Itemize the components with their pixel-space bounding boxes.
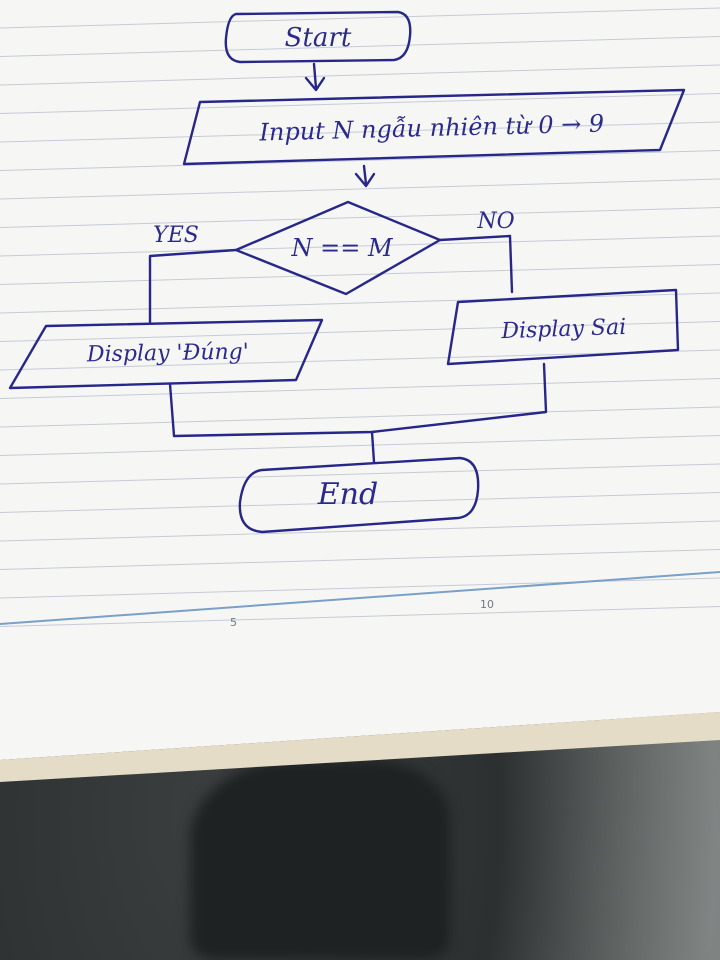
merge-to-end xyxy=(370,430,376,464)
ruled-line xyxy=(0,549,720,570)
ruled-line xyxy=(0,7,720,29)
ruled-line xyxy=(0,93,720,114)
start-shape xyxy=(224,10,412,64)
ruled-line xyxy=(0,463,720,485)
input-shape xyxy=(182,88,686,166)
display-no-box: Display Sai xyxy=(446,288,680,366)
decision-diamond: N == M xyxy=(234,200,442,296)
display-yes-shape xyxy=(8,318,324,390)
ruled-line xyxy=(0,492,720,513)
decision-label: N == M xyxy=(290,234,393,262)
arrow-input-decision xyxy=(354,164,376,188)
ruled-line xyxy=(0,36,720,57)
paper-sheet xyxy=(0,0,720,760)
ruled-line xyxy=(0,435,720,456)
ruler-tick-10: 10 xyxy=(480,598,494,611)
start-label: Start xyxy=(285,23,352,53)
ruled-line xyxy=(0,264,720,285)
ruled-line xyxy=(0,378,720,399)
no-connector xyxy=(438,234,514,294)
ruler-tick-5: 5 xyxy=(230,616,237,629)
arrow-start-input xyxy=(304,62,326,92)
display-no-label: Display Sai xyxy=(500,315,627,344)
display-no-shape xyxy=(446,288,680,366)
ruled-line xyxy=(0,606,720,627)
end-shape xyxy=(238,456,480,534)
end-terminal: End xyxy=(238,456,480,534)
ruled-line xyxy=(0,64,720,86)
display-yes-parallelogram: Display 'Đúng' xyxy=(8,318,324,390)
ruled-line xyxy=(0,406,720,428)
dark-fabric-fold xyxy=(190,760,450,960)
paper-edge xyxy=(0,712,720,782)
end-label: End xyxy=(317,477,378,512)
ruled-line xyxy=(0,207,720,228)
ruler-line xyxy=(0,571,720,625)
ruled-line xyxy=(0,349,720,371)
ruled-line xyxy=(0,121,720,143)
start-terminal: Start xyxy=(224,10,412,64)
ruled-line xyxy=(0,235,720,257)
decision-shape xyxy=(234,200,442,296)
no-label: NO xyxy=(476,209,514,234)
ruled-line xyxy=(0,321,720,342)
ruled-lines xyxy=(0,7,720,627)
display-yes-label: Display 'Đúng' xyxy=(86,340,249,368)
ruled-line xyxy=(0,150,720,171)
yes-connector xyxy=(148,248,238,324)
ruled-line xyxy=(0,520,720,542)
ruled-line xyxy=(0,292,720,314)
ruled-line xyxy=(0,178,720,200)
yes-label: YES xyxy=(153,223,199,248)
